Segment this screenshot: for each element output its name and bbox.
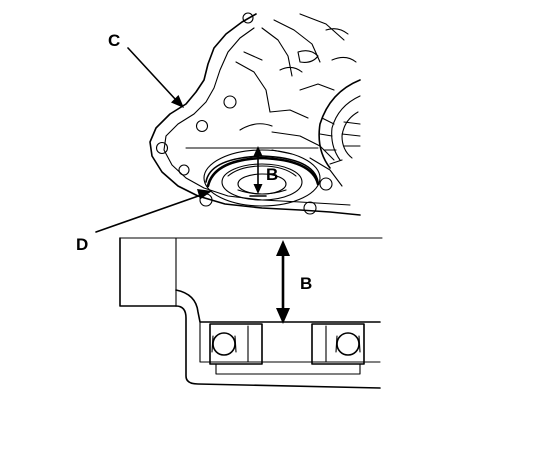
bearing-right [311,323,365,365]
housing-cross-section [119,237,383,389]
label-b-bottom: B [300,274,312,293]
seal-ring [206,156,320,188]
leader-arrow-d [95,189,212,233]
label-b-top: B [266,165,278,184]
dimension-arrow-bottom [276,240,290,324]
bearing-left [209,323,263,365]
leader-arrow-c [127,47,184,108]
label-c: C [108,31,120,50]
dimension-arrow-top [253,146,263,194]
label-d: D [76,235,88,254]
